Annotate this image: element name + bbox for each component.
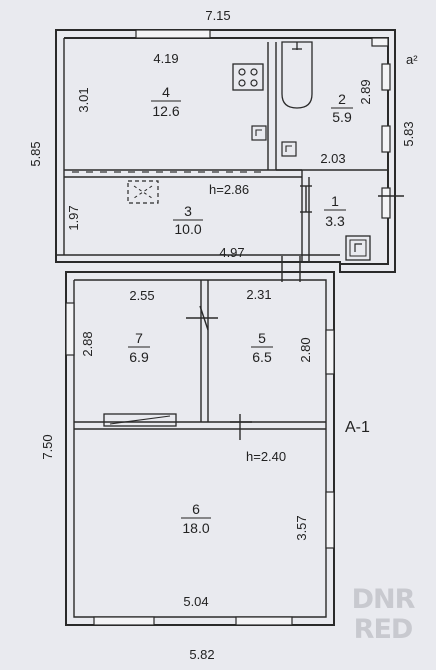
label-a1: А-1 xyxy=(345,419,370,436)
room-area: 3.3 xyxy=(325,213,345,229)
room-2: 2 5.9 xyxy=(331,91,353,125)
window-right-r2a xyxy=(381,63,391,91)
dim-r3-height: 1.97 xyxy=(66,205,81,230)
dashed-box-icon xyxy=(127,180,159,204)
water-heater-icon xyxy=(281,141,297,157)
dim-r5-width: 2.31 xyxy=(246,287,271,302)
room-number: 2 xyxy=(338,91,346,107)
window-top-r4 xyxy=(135,29,211,39)
ceiling-height-lower: h=2.40 xyxy=(246,449,286,464)
dim-r6-height: 3.57 xyxy=(294,515,309,540)
watermark-logo: DNR RED xyxy=(346,585,420,651)
dim-r4-width: 4.19 xyxy=(153,51,178,66)
room-3: 3 10.0 xyxy=(173,203,203,237)
window-right-r6 xyxy=(325,491,335,549)
bathtub-icon xyxy=(281,41,313,109)
room-number: 4 xyxy=(162,84,170,100)
dim-r2-height: 2.89 xyxy=(358,79,373,104)
ceiling-height-upper: h=2.86 xyxy=(209,182,249,197)
dim-r3-width: 4.97 xyxy=(219,245,244,260)
dim-r4-height: 3.01 xyxy=(76,87,91,112)
window-right-r5 xyxy=(325,329,335,375)
label-a2: a² xyxy=(406,52,418,67)
room-number: 7 xyxy=(135,330,143,346)
sink-icon xyxy=(251,125,267,141)
watermark-line-2: RED xyxy=(353,614,414,645)
room-area: 5.9 xyxy=(332,109,352,125)
lower-block-inner-wall xyxy=(73,279,327,618)
window-left-r7 xyxy=(65,302,75,356)
dim-top-total: 7.15 xyxy=(205,8,230,23)
room-area: 6.5 xyxy=(252,349,272,365)
dim-r7-height: 2.88 xyxy=(80,331,95,356)
room-area: 6.9 xyxy=(129,349,149,365)
window-right-r2b xyxy=(381,125,391,153)
room-5: 5 6.5 xyxy=(251,330,273,365)
dim-r6-width: 5.04 xyxy=(183,594,208,609)
room-7: 7 6.9 xyxy=(128,330,150,365)
dim-r7-width: 2.55 xyxy=(129,288,154,303)
door-marks xyxy=(186,185,404,440)
room-number: 3 xyxy=(184,203,192,219)
dim-r5-height: 2.80 xyxy=(298,337,313,362)
radiator-icon xyxy=(103,413,177,427)
lower-block-outer-wall xyxy=(65,271,335,626)
dim-r1-width: 2.03 xyxy=(320,151,345,166)
room-area: 12.6 xyxy=(152,103,179,119)
upper-block-outer-wall xyxy=(55,29,396,273)
watermark-line-1: DNR xyxy=(351,584,416,615)
dim-bottom-total: 5.82 xyxy=(189,647,214,662)
room-area: 10.0 xyxy=(174,221,201,237)
room-4: 4 12.6 xyxy=(151,84,181,119)
window-top-right xyxy=(371,37,389,47)
room-number: 1 xyxy=(331,193,339,209)
dim-left-lower: 7.50 xyxy=(40,434,55,459)
room-1: 1 3.3 xyxy=(324,193,346,229)
boiler-icon xyxy=(345,235,371,261)
window-bottom-r6b xyxy=(235,616,293,626)
room-area: 18.0 xyxy=(182,520,209,536)
window-right-r1 xyxy=(381,187,391,219)
dim-left-upper: 5.85 xyxy=(28,141,43,166)
window-bottom-r6a xyxy=(93,616,155,626)
room-6: 6 18.0 xyxy=(181,501,211,536)
room-number: 5 xyxy=(258,330,266,346)
dim-right-upper: 5.83 xyxy=(401,121,416,146)
room-number: 6 xyxy=(192,501,200,517)
stove-icon xyxy=(232,63,264,91)
